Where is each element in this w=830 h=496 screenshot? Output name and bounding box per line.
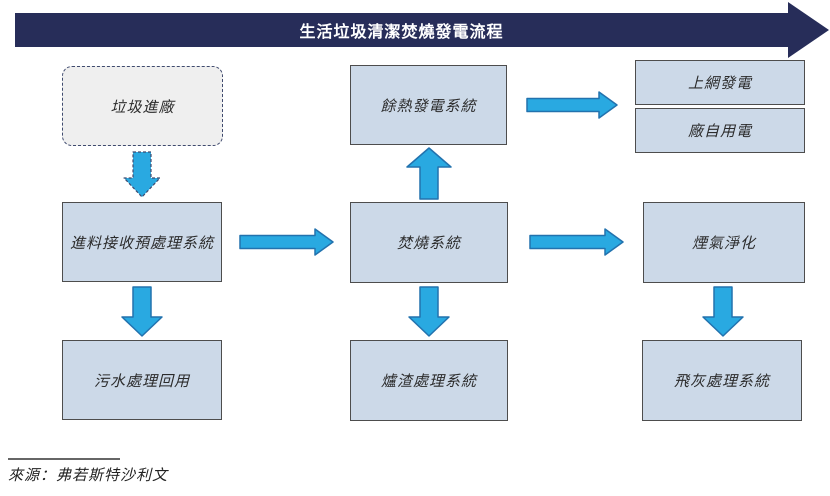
node-slag-treatment: 爐渣處理系統 [350,340,508,421]
source-text: 來源：弗若斯特沙利文 [8,466,169,484]
arrow-right-feed-to-incineration-icon [239,228,334,256]
node-waste-entry: 垃圾進廠 [62,66,223,146]
node-sewage-treatment: 污水處理回用 [62,340,222,420]
node-incineration-label: 焚燒系統 [396,234,461,252]
arrow-down-incineration-to-slag-icon [408,286,450,337]
banner-title: 生活垃圾清潔焚燒發電流程 [299,24,504,41]
source-divider [8,458,120,460]
node-grid-power: 上網發電 [635,60,805,105]
node-fly-ash-treatment-label: 飛灰處理系統 [673,372,770,390]
arrow-down-feed-to-sewage-icon [121,286,163,337]
node-waste-heat-power-label: 餘熱發電系統 [380,96,477,115]
node-incineration: 焚燒系統 [350,202,508,283]
node-fly-ash-treatment: 飛灰處理系統 [642,340,802,421]
node-waste-heat-power: 餘熱發電系統 [350,65,507,145]
node-grid-power-label: 上網發電 [687,74,752,92]
node-flue-gas-purification-label: 煙氣淨化 [691,234,756,252]
arrow-right-incineration-to-flue-icon [529,228,624,256]
node-plant-self-use-label: 廠自用電 [687,122,752,140]
arrow-down-dashed-icon [123,151,161,198]
arrow-up-incineration-to-waste-heat-icon [406,147,452,200]
node-waste-entry-label: 垃圾進廠 [110,97,175,116]
node-flue-gas-purification: 煙氣淨化 [643,202,805,283]
node-slag-treatment-label: 爐渣處理系統 [380,372,477,390]
arrow-right-waste-heat-to-power-icon [526,91,618,119]
node-sewage-treatment-label: 污水處理回用 [93,371,190,390]
arrow-down-flue-to-flyash-icon [702,286,744,337]
node-feed-pretreatment-label: 進料接收預處理系統 [69,233,214,252]
node-plant-self-use: 廠自用電 [635,108,805,153]
banner-arrow-icon [15,2,829,58]
node-feed-pretreatment: 進料接收預處理系統 [62,202,222,282]
